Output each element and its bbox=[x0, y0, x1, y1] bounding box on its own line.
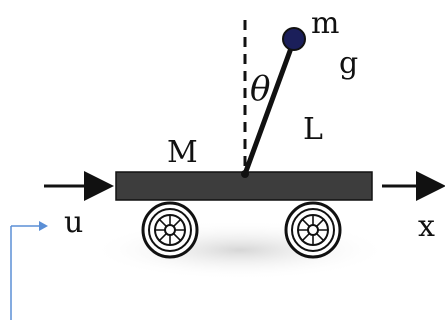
pendulum-bob bbox=[282, 27, 306, 51]
position-label: x bbox=[418, 209, 435, 244]
input-label: u bbox=[64, 205, 83, 240]
reference-axis bbox=[10, 221, 48, 320]
right-wheel bbox=[284, 201, 342, 259]
left-wheel bbox=[141, 201, 199, 259]
pivot-point bbox=[241, 170, 249, 178]
gravity-label: g bbox=[339, 46, 358, 81]
cart-mass-label: M bbox=[167, 135, 198, 170]
ground-shadow bbox=[90, 220, 390, 280]
length-label: L bbox=[303, 112, 323, 147]
angle-label: θ bbox=[250, 69, 270, 109]
pendulum-mass-label: m bbox=[311, 6, 339, 41]
pendulum-rod bbox=[242, 37, 297, 177]
